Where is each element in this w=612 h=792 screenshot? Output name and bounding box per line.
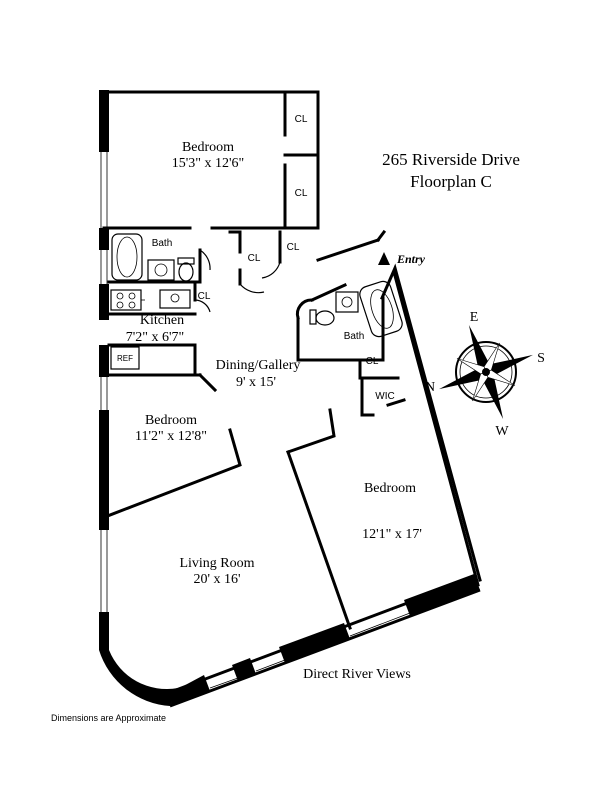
bath-label-1: Bath	[152, 238, 173, 249]
room-dims-kitchen: 7'2" x 6'7"	[126, 330, 184, 345]
room-name-bedroom-top: Bedroom	[182, 140, 234, 155]
room-dims-bedroom-left: 11'2" x 12'8"	[135, 429, 207, 444]
exterior-walls	[99, 90, 482, 708]
room-dims-dining: 9' x 15'	[236, 375, 276, 390]
room-name-bedroom-left: Bedroom	[145, 413, 197, 428]
room-dims-bedroom-top: 15'3" x 12'6"	[172, 156, 244, 171]
wic-label: WIC	[375, 391, 394, 402]
compass-north-label: N	[425, 380, 435, 395]
title-line1: 265 Riverside Drive	[382, 150, 520, 169]
closet-label-4: CL	[248, 253, 261, 264]
views-label: Direct River Views	[303, 667, 411, 682]
closet-label-1: CL	[295, 114, 308, 125]
room-name-bedroom-right: Bedroom	[364, 481, 416, 496]
entry-arrow-icon	[378, 252, 390, 265]
closet-label-5: CL	[198, 291, 211, 302]
bath-label-2: Bath	[344, 331, 365, 342]
ref-label: REF	[117, 354, 133, 363]
entry-label: Entry	[396, 252, 426, 266]
room-name-dining: Dining/Gallery	[216, 358, 301, 373]
closet-label-6: CL	[366, 356, 379, 367]
room-name-kitchen: Kitchen	[140, 313, 184, 328]
interior-walls	[102, 90, 406, 630]
compass-icon	[439, 325, 533, 419]
compass-south-label: S	[537, 351, 545, 366]
footnote: Dimensions are Approximate	[51, 713, 166, 723]
room-name-living: Living Room	[179, 556, 254, 571]
room-dims-bedroom-right: 12'1" x 17'	[362, 527, 422, 542]
compass-east-label: E	[470, 310, 479, 325]
closet-label-3: CL	[287, 242, 300, 253]
fixtures	[110, 233, 403, 370]
room-dims-living: 20' x 16'	[193, 572, 240, 587]
title-line2: Floorplan C	[410, 172, 492, 191]
compass-west-label: W	[495, 424, 509, 439]
closet-label-2: CL	[295, 188, 308, 199]
